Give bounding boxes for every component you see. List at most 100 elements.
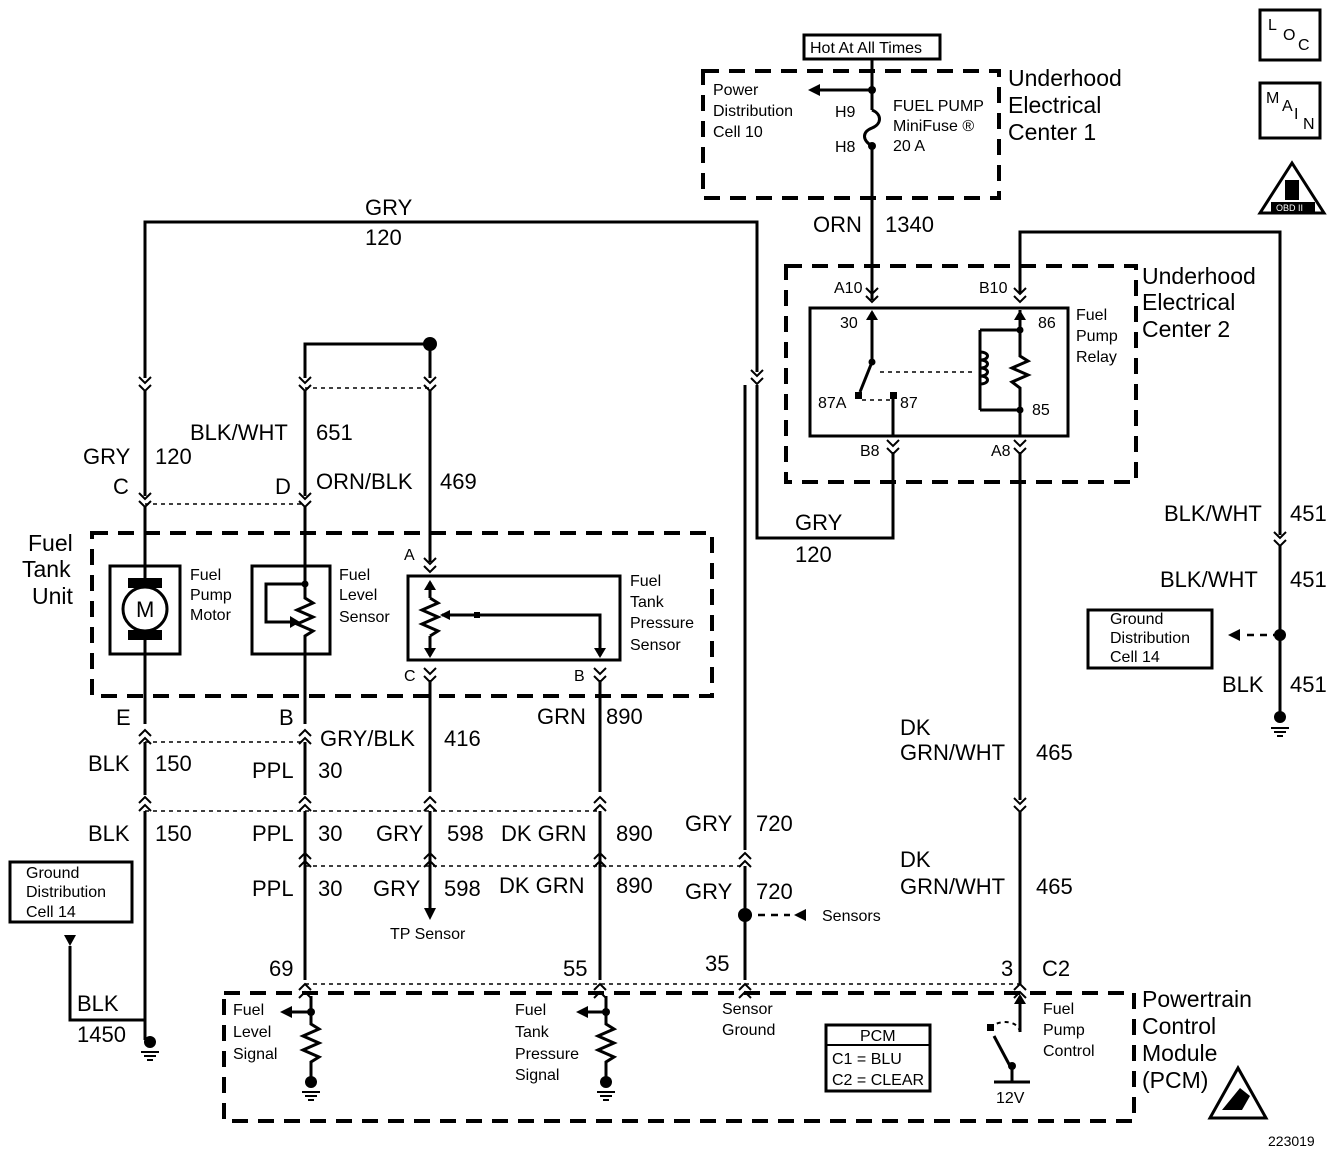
wire-30-c: 30 <box>318 876 342 901</box>
wire-30-a: 30 <box>318 758 342 783</box>
pcm-dashed-box <box>222 991 1136 1123</box>
wire-1340: 1340 <box>885 212 934 237</box>
fuse-symbol <box>863 108 881 148</box>
wire-gry-720-a: GRY <box>685 811 733 836</box>
wire-451-b: 451 <box>1290 567 1327 592</box>
wire-150-a: 150 <box>155 751 192 776</box>
pin-h9: H9 <box>835 104 856 121</box>
relay-label-2: Pump <box>1076 328 1118 345</box>
wire-dk-b: DK <box>900 847 931 872</box>
fls-3: Signal <box>233 1046 277 1063</box>
pin-c: C <box>113 474 129 499</box>
press-label-3: Pressure <box>630 615 694 632</box>
sg-2: Ground <box>722 1022 775 1039</box>
uec1-title-1: Underhood <box>1008 65 1122 91</box>
fuse-label-3: 20 A <box>893 138 925 155</box>
pin-87a: 87A <box>818 395 847 412</box>
fpc-3: Control <box>1043 1043 1095 1060</box>
relay-coil <box>979 350 989 386</box>
level-label-2: Level <box>339 587 377 604</box>
wire-890-c: 890 <box>616 873 653 898</box>
tank-title-1: Fuel <box>28 530 73 556</box>
uec2-dashed-box <box>784 264 1138 484</box>
diagram-id: 223019 <box>1268 1133 1315 1149</box>
wire-grn: GRN <box>537 704 586 729</box>
ftp-1: Fuel <box>515 1002 546 1019</box>
wire-720-b: 720 <box>756 879 793 904</box>
wire-dk-a: DK <box>900 715 931 740</box>
motor-symbol <box>121 585 169 633</box>
wire-grnwht-a: GRN/WHT <box>900 740 1005 765</box>
pin-69: 69 <box>269 956 293 981</box>
uec1-dashed-box <box>701 69 1001 200</box>
press-label-2: Tank <box>630 594 665 611</box>
wire-gry-598-b: GRY <box>373 876 421 901</box>
pin-3: 3 <box>1001 956 1013 981</box>
wire-416: 416 <box>444 726 481 751</box>
obd-ii-icon[interactable]: OBD II <box>1257 160 1327 215</box>
pin-c2: C <box>404 668 416 685</box>
pdc-label-2: Distribution <box>713 103 793 120</box>
pin-b: B <box>279 705 294 730</box>
uec1-title-2: Electrical <box>1008 92 1101 118</box>
pin-b10: B10 <box>979 280 1008 297</box>
wire-465-b: 465 <box>1036 874 1073 899</box>
pin-85: 85 <box>1032 402 1050 419</box>
svg-text:M: M <box>1266 90 1279 107</box>
pin-h8: H8 <box>835 139 856 156</box>
svg-text:I: I <box>1294 106 1298 123</box>
ground-right-1: Ground <box>1110 611 1163 628</box>
fuel-tank-unit-box <box>90 531 714 698</box>
motor-label-3: Motor <box>190 607 232 624</box>
hot-label: Hot At All Times <box>810 40 922 57</box>
relay-label-3: Relay <box>1076 349 1117 366</box>
ground-left-1: Ground <box>26 865 79 882</box>
wire-gryblk: GRY/BLK <box>320 726 415 751</box>
ground-left-3: Cell 14 <box>26 904 76 921</box>
relay-resistor <box>1008 330 1032 410</box>
wire-orn: ORN <box>813 212 862 237</box>
fpc-1: Fuel <box>1043 1001 1074 1018</box>
ground-dist-right <box>1086 608 1214 670</box>
wire-ppl-30-a: PPL <box>252 758 294 783</box>
wire-blkwht-451-a: BLK/WHT <box>1164 501 1262 526</box>
motor-label-1: Fuel <box>190 567 221 584</box>
pin-c2-pcm: C2 <box>1042 956 1070 981</box>
fpc-2: Pump <box>1043 1022 1085 1039</box>
loc-icon[interactable]: L O C <box>1258 8 1322 62</box>
fuel-tank-pressure-signal-resistor <box>594 1012 618 1080</box>
wire-ornblk: ORN/BLK <box>316 469 413 494</box>
relay-label-1: Fuel <box>1076 307 1107 324</box>
pin-87: 87 <box>900 395 918 412</box>
v12-label: 12V <box>996 1090 1025 1107</box>
hot-at-all-times-box <box>802 33 942 61</box>
wire-dkgrn-b: DK GRN <box>499 873 585 898</box>
main-icon[interactable]: M A I N <box>1258 81 1322 140</box>
svg-text:L: L <box>1268 17 1277 34</box>
pin-a8: A8 <box>991 443 1011 460</box>
pin-a10: A10 <box>834 280 863 297</box>
fuel-tank-pressure-sensor-box <box>406 574 622 662</box>
wire-451-a: 451 <box>1290 501 1327 526</box>
svg-text:O: O <box>1283 27 1295 44</box>
wire-150-b: 150 <box>155 821 192 846</box>
fuse-label-1: FUEL PUMP <box>893 98 984 115</box>
ftp-4: Signal <box>515 1067 559 1084</box>
pin-d: D <box>275 474 291 499</box>
wire-gry-598-a: GRY <box>376 821 424 846</box>
motor-label-2: Pump <box>190 587 232 604</box>
uec2-title-3: Center 2 <box>1142 316 1230 342</box>
wire-598-b: 598 <box>444 876 481 901</box>
wire-890-b: 890 <box>616 821 653 846</box>
wire-120-top: 120 <box>365 225 402 250</box>
legend-c2: C2 = CLEAR <box>832 1072 924 1089</box>
uec1-title-3: Center 1 <box>1008 119 1096 145</box>
pressure-resistor <box>418 596 442 638</box>
legend-title: PCM <box>860 1028 896 1045</box>
fls-1: Fuel <box>233 1002 264 1019</box>
wire-120: 120 <box>155 444 192 469</box>
pin-55: 55 <box>563 956 587 981</box>
sensors-label: Sensors <box>822 908 881 925</box>
pin-30: 30 <box>840 315 858 332</box>
